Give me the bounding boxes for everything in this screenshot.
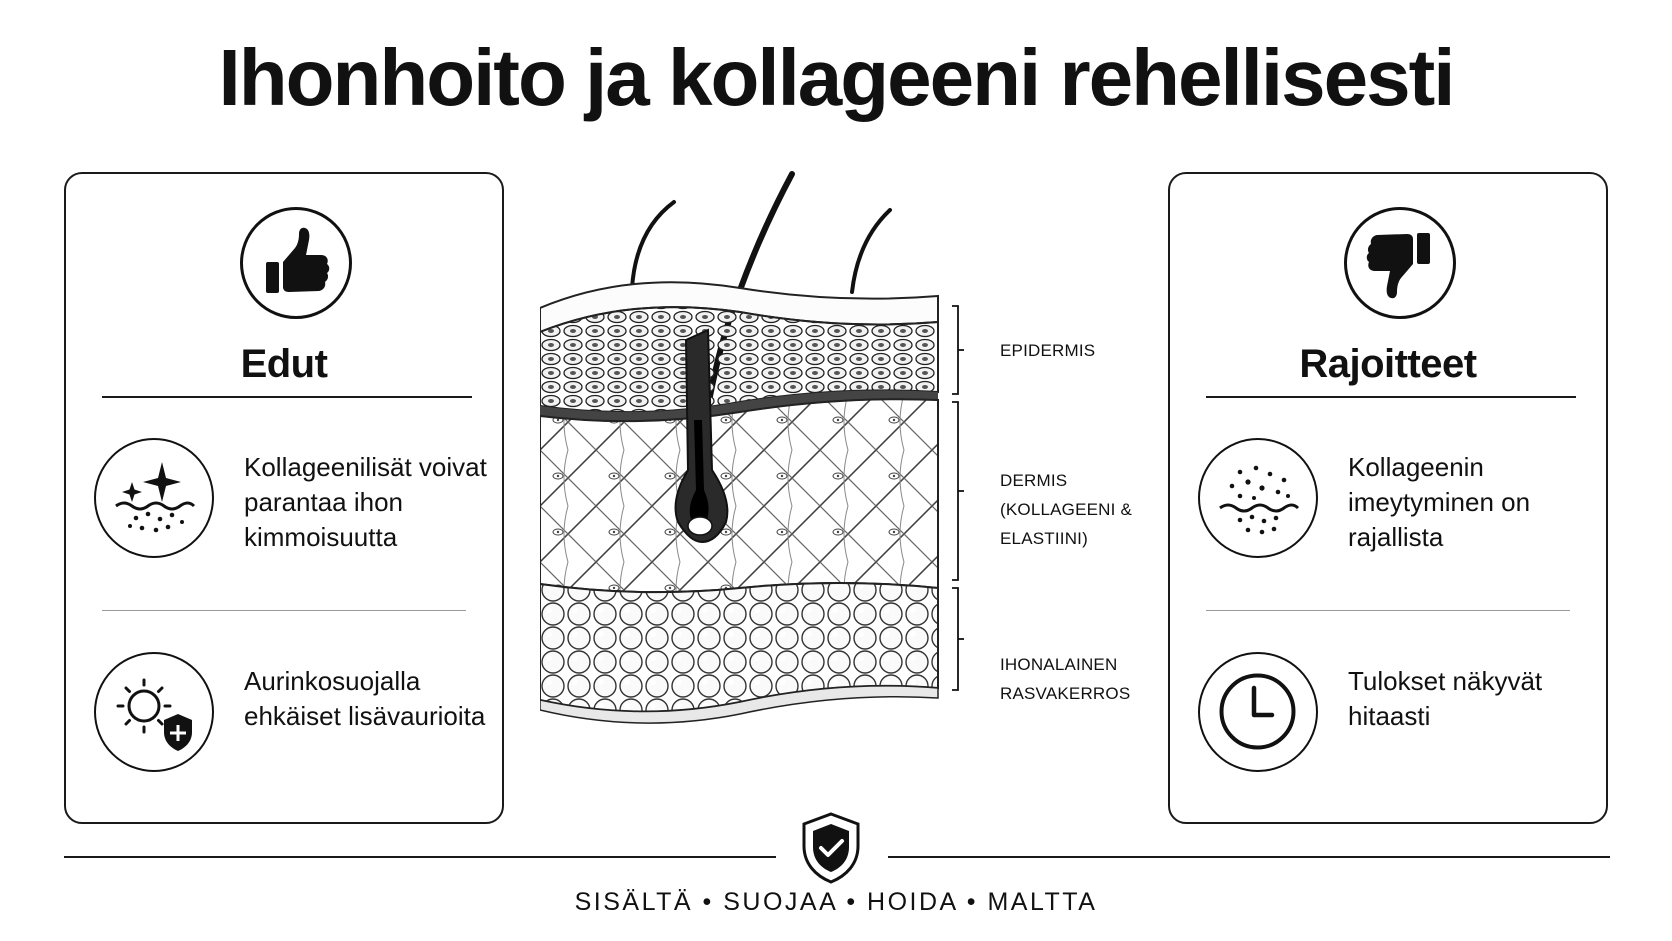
sun-shield-icon	[94, 652, 214, 772]
limitations-panel: Rajoitteet Kollageenin imeytyminen on ra…	[1168, 172, 1608, 824]
benefit-text-sunscreen: Aurinkosuojalla ehkäiset lisävaurioita	[244, 666, 486, 731]
thumbs-down-icon	[1344, 207, 1456, 319]
page-title: Ihonhoito ja kollageeni rehellisesti	[218, 33, 1456, 122]
layer-label-dermis: DERMIS (KOLLAGEENI & ELASTIINI)	[1000, 471, 1133, 548]
limitation-text-absorption: Kollageenin imeytyminen on rajallista	[1348, 452, 1531, 552]
benefit-text-collagen: Kollageenilisät voivat parantaa ihon kim…	[244, 452, 487, 552]
limitation-text-slow-results: Tulokset näkyvät hitaasti	[1348, 666, 1543, 731]
limitations-heading: Rajoitteet	[1299, 342, 1477, 386]
limitation-item-slow-results: Tulokset näkyvät hitaasti	[1198, 652, 1598, 776]
limitations-heading-rule	[1206, 396, 1576, 398]
benefits-heading-rule	[102, 396, 472, 398]
clock-icon	[1198, 652, 1318, 772]
thumbs-up-icon	[240, 207, 352, 319]
footer-line-right	[888, 856, 1610, 858]
layer-label-subcutaneous: IHONALAINEN RASVAKERROS	[1000, 655, 1131, 703]
benefits-panel: Edut Kollageenilisät voivat parantaa iho…	[64, 172, 504, 824]
layer-label-epidermis: EPIDERMIS	[1000, 341, 1096, 360]
sparkle-skin-icon	[94, 438, 214, 558]
benefit-item-sunscreen: Aurinkosuojalla ehkäiset lisävaurioita	[94, 652, 494, 776]
limitations-item-divider	[1206, 610, 1570, 611]
limitation-item-absorption: Kollageenin imeytyminen on rajallista	[1198, 438, 1598, 562]
skin-cross-section-diagram	[540, 171, 964, 724]
footer-tagline: SISÄLTÄ • SUOJAA • HOIDA • MALTTA	[574, 888, 1098, 916]
benefits-heading: Edut	[240, 342, 328, 386]
footer-line-left	[64, 856, 776, 858]
benefit-item-collagen: Kollageenilisät voivat parantaa ihon kim…	[94, 438, 494, 562]
benefits-item-divider	[102, 610, 466, 611]
shield-check-icon	[802, 812, 860, 884]
dotted-skin-icon	[1198, 438, 1318, 558]
